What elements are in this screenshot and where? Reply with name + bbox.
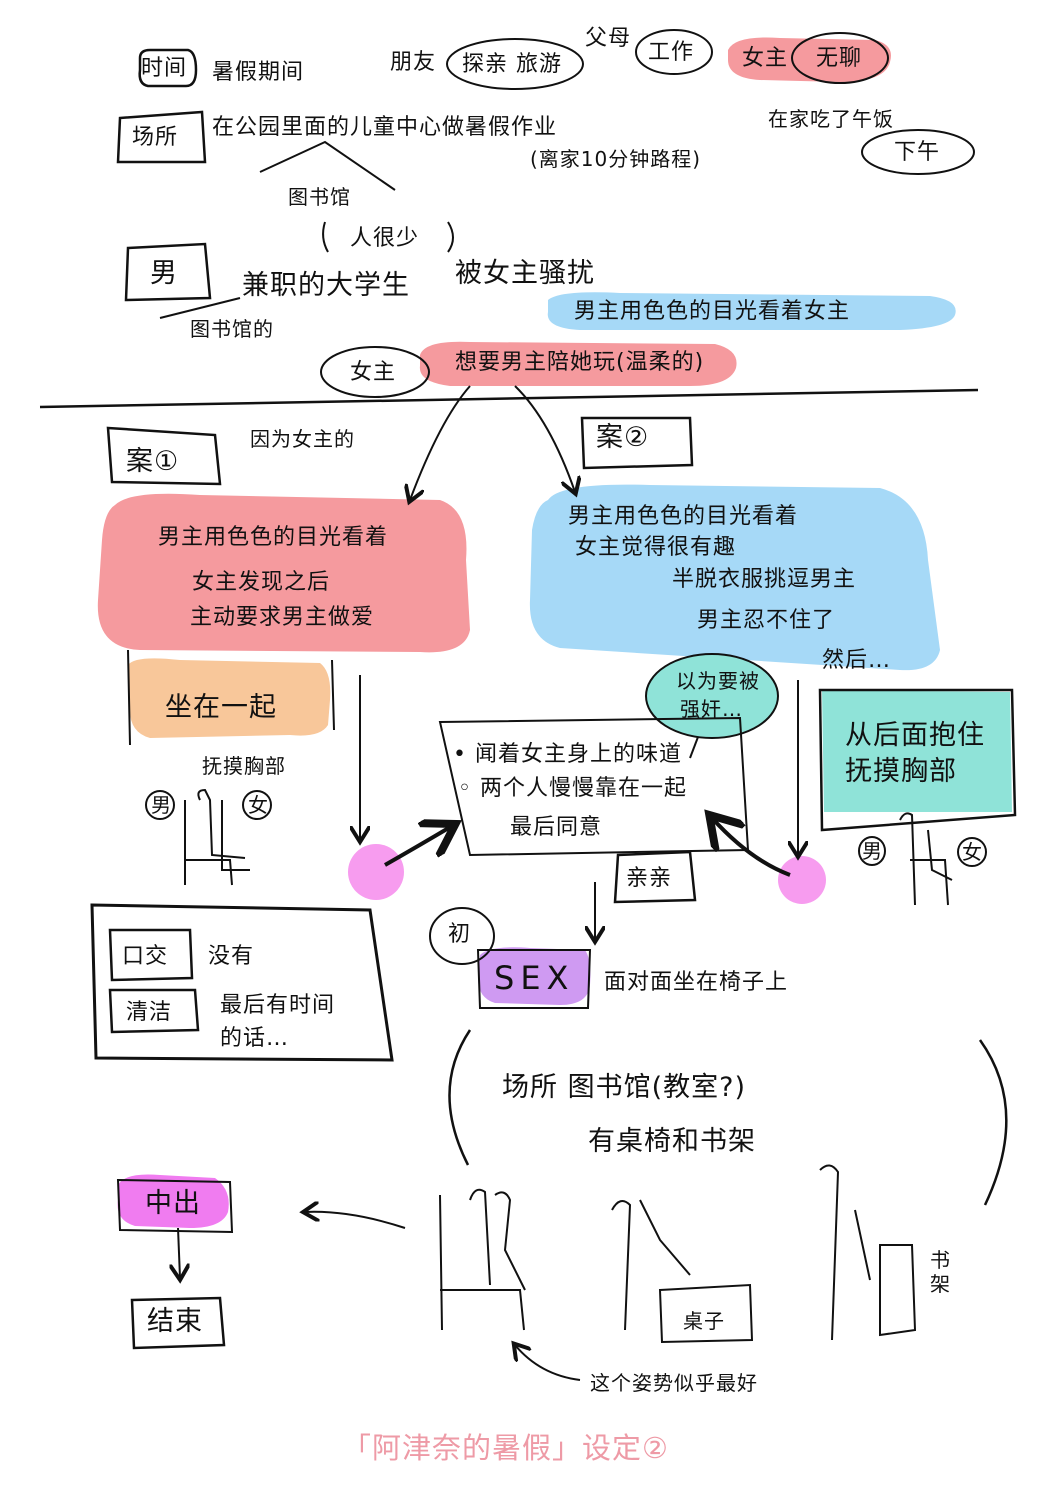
- plan2-female: 女: [962, 840, 983, 864]
- plan2-line3: 半脱衣服挑逗男主: [672, 567, 857, 592]
- friends-text: 朋友: [390, 50, 437, 75]
- dot-right: [778, 856, 826, 904]
- creampie-blob: [117, 1174, 229, 1228]
- time-label: 时间: [141, 56, 188, 81]
- hug-blob: [822, 690, 1012, 812]
- figures-right: [858, 812, 987, 906]
- first-text: 初: [448, 922, 472, 947]
- middle-item1: • 闻着女主身上的味道: [453, 742, 682, 767]
- pose-sketches: [439, 1164, 917, 1344]
- scene-line1: 场所 图书馆(教室?): [502, 1072, 746, 1103]
- male-label: 男: [150, 258, 178, 289]
- male-gaze-text: 男主用色色的目光看着女主: [574, 299, 851, 324]
- sit-blob: [128, 658, 331, 738]
- plan2-think1: 以为要被: [676, 669, 760, 693]
- plan1-line2: 女主发现之后: [192, 570, 331, 595]
- middle-item1-text: 闻着女主身上的味道: [474, 742, 682, 767]
- scene-line2: 有桌椅和书架: [588, 1126, 756, 1157]
- kiss-text: 亲亲: [626, 866, 673, 891]
- best-pose-text: 这个姿势似乎最好: [590, 1371, 758, 1395]
- male-desc: 兼职的大学生: [242, 270, 410, 301]
- afternoon-text: 下午: [894, 140, 941, 165]
- plan1-label: 案①: [126, 446, 180, 477]
- work-text: 工作: [648, 40, 695, 65]
- parents-text: 父母: [585, 26, 632, 51]
- place-value: 在公园里面的儿童中心做暑假作业: [212, 115, 558, 140]
- sex-text: SEX: [494, 959, 575, 997]
- plan1-line3: 主动要求男主做爱: [190, 605, 375, 630]
- lunch-text: 在家吃了午饭: [768, 107, 894, 131]
- oral-label: 口交: [122, 944, 169, 969]
- middle-item3: 最后同意: [510, 815, 603, 840]
- male-gaze-blob: [547, 292, 956, 330]
- heroine-label: 女主: [742, 46, 789, 71]
- oral-value: 没有: [208, 944, 255, 969]
- male-library-text: 图书馆的: [190, 317, 274, 341]
- plan2-hug2: 抚摸胸部: [845, 756, 957, 787]
- heroine-want-blob: [419, 341, 737, 386]
- plan1-touch: 抚摸胸部: [202, 754, 286, 778]
- library-text: 图书馆: [288, 185, 351, 209]
- separator-line: [39, 388, 979, 409]
- sex-blob: [478, 947, 591, 1005]
- plan2-line2: 女主觉得很有趣: [575, 535, 737, 560]
- creampie-text: 中出: [145, 1188, 201, 1219]
- few-people-text: 人很少: [350, 226, 420, 251]
- middle-item2: ◦ 两个人慢慢靠在一起: [458, 776, 687, 801]
- plan1-blob: [97, 493, 470, 653]
- plan2-hug1: 从后面抱住: [845, 720, 985, 751]
- heroine-bored-blob: [728, 37, 891, 82]
- sex-desc: 面对面坐在椅子上: [604, 970, 789, 995]
- plan2-male: 男: [862, 839, 883, 863]
- heroine-label-2: 女主: [350, 360, 397, 385]
- end-text: 结束: [147, 1306, 203, 1337]
- plan1-because: 因为女主的: [250, 427, 355, 451]
- middle-item2-text: 两个人慢慢靠在一起: [479, 776, 687, 801]
- plan1-male: 男: [151, 793, 172, 817]
- plan2-line5: 然后…: [822, 648, 892, 673]
- visit-travel-text: 探亲 旅游: [462, 52, 562, 77]
- plan2-line4: 男主忍不住了: [697, 608, 836, 633]
- plan1-sit: 坐在一起: [165, 692, 277, 723]
- harassed-text: 被女主骚扰: [455, 258, 595, 289]
- bored-text: 无聊: [816, 46, 863, 71]
- shelf-text: 书架: [930, 1248, 951, 1296]
- place-label: 场所: [132, 125, 179, 150]
- clean-value1: 最后有时间: [220, 993, 336, 1018]
- clean-value2: 的话…: [220, 1026, 290, 1051]
- footer-title: 「阿津奈的暑假」设定②: [342, 1431, 669, 1465]
- plan1-female: 女: [248, 793, 269, 817]
- heroine-want-text: 想要男主陪她玩(温柔的): [455, 350, 705, 375]
- plan2-line1: 男主用色色的目光看着: [568, 504, 799, 529]
- plan2-label: 案②: [596, 422, 650, 453]
- distance-text: (离家10分钟路程): [530, 147, 702, 171]
- time-value: 暑假期间: [212, 60, 305, 85]
- figures-left: [145, 788, 272, 886]
- desk-text: 桌子: [683, 1309, 725, 1333]
- plan2-think2: 强奸…: [680, 697, 743, 721]
- plan2-blob: [529, 484, 940, 671]
- plan1-line1: 男主用色色的目光看着: [158, 525, 389, 550]
- dot-left: [348, 844, 404, 900]
- clean-label: 清洁: [126, 1000, 173, 1025]
